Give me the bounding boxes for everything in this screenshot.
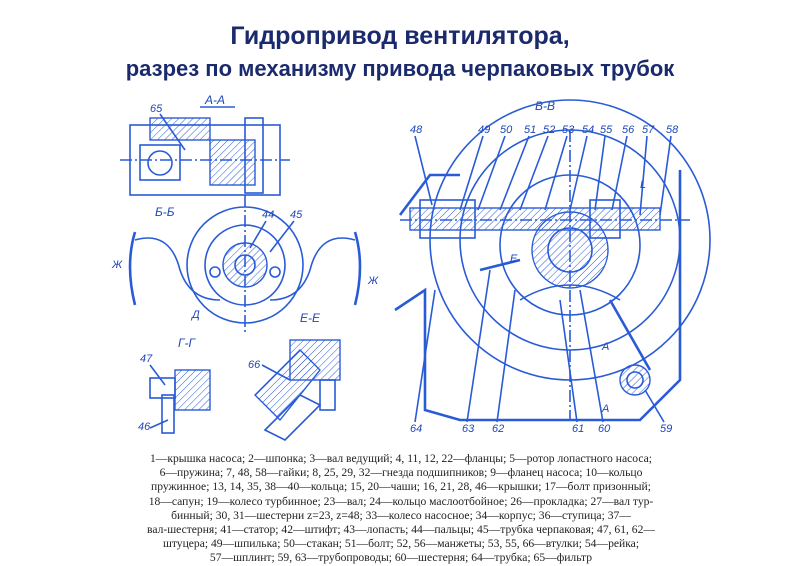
callout-46: 46 bbox=[138, 421, 151, 433]
section-label-g-g: Г-Г bbox=[178, 336, 197, 350]
callout-61: 61 bbox=[572, 423, 584, 435]
callout-63: 63 bbox=[462, 423, 475, 435]
callout-47: 47 bbox=[140, 353, 153, 365]
mark-zh-left: Ж bbox=[111, 259, 123, 271]
view-b-b: Б-Б Ж Ж Д 44 45 bbox=[111, 195, 379, 335]
section-label-b-b: Б-Б bbox=[155, 205, 175, 219]
mark-e: Е bbox=[510, 253, 518, 265]
callout-52: 52 bbox=[543, 124, 555, 136]
callout-55: 55 bbox=[600, 124, 613, 136]
legend-line: 18—сапун; 19—колесо турбинное; 23—вал; 2… bbox=[148, 494, 654, 508]
view-g-g: Г-Г 47 46 bbox=[138, 336, 211, 434]
legend-line: штуцера; 49—шпилька; 50—стакан; 51—болт;… bbox=[162, 537, 640, 551]
callout-57: 57 bbox=[642, 124, 655, 136]
callout-65: 65 bbox=[150, 103, 163, 115]
mark-a-lower: А bbox=[601, 403, 609, 415]
callout-60: 60 bbox=[598, 423, 611, 435]
legend-line: пружинное; 13, 14, 35, 38—40—кольца; 15,… bbox=[151, 480, 651, 494]
mark-a-upper: А bbox=[601, 341, 609, 353]
mark-zh-right: Ж bbox=[367, 275, 379, 287]
legend-line: 1—крышка насоса; 2—шпонка; 3—вал ведущий… bbox=[149, 452, 652, 465]
diagram-title: Гидропривод вентилятора, bbox=[230, 22, 570, 50]
callout-44: 44 bbox=[262, 209, 274, 221]
callout-53: 53 bbox=[562, 124, 575, 136]
callout-45: 45 bbox=[290, 209, 303, 221]
callout-66: 66 bbox=[248, 359, 261, 371]
legend-line: 6—пружина; 7, 48, 58—гайки; 8, 25, 29, 3… bbox=[159, 466, 643, 480]
callouts-top: 48 49 50 51 52 53 54 55 56 57 58 bbox=[410, 124, 679, 216]
section-label-e-e: Е-Е bbox=[300, 311, 321, 325]
legend-line: 57—шплинт; 59, 63—трубопроводы; 60—шесте… bbox=[209, 551, 593, 565]
callout-58: 58 bbox=[666, 124, 679, 136]
callouts-bottom: 64 63 62 61 60 59 bbox=[410, 269, 672, 435]
callout-49: 49 bbox=[478, 124, 490, 136]
view-v-v: В-В 48 49 50 51 52 53 54 55 56 57 58 bbox=[394, 99, 711, 435]
callout-50: 50 bbox=[500, 124, 513, 136]
legend-line: вал-шестерня; 41—статор; 42—штифт; 43—ло… bbox=[147, 523, 655, 537]
legend-line: бинный; 30, 31—шестерни z=23, z=48; 33—к… bbox=[171, 508, 631, 522]
view-e-e: Е-Е 66 bbox=[248, 311, 341, 441]
mark-l: L bbox=[640, 179, 646, 191]
callout-62: 62 bbox=[492, 423, 504, 435]
callout-56: 56 bbox=[622, 124, 635, 136]
mark-d: Д bbox=[190, 309, 200, 321]
section-label-a-a: А-А bbox=[204, 93, 225, 107]
parts-legend: 1—крышка насоса; 2—шпонка; 3—вал ведущий… bbox=[108, 452, 694, 566]
callout-54: 54 bbox=[582, 124, 594, 136]
view-a-a: А-А 65 bbox=[120, 93, 290, 196]
callout-48: 48 bbox=[410, 124, 423, 136]
diagram-subtitle: разрез по механизму привода черпаковых т… bbox=[125, 56, 675, 81]
callout-51: 51 bbox=[524, 124, 536, 136]
callout-64: 64 bbox=[410, 423, 422, 435]
callout-59: 59 bbox=[660, 423, 672, 435]
